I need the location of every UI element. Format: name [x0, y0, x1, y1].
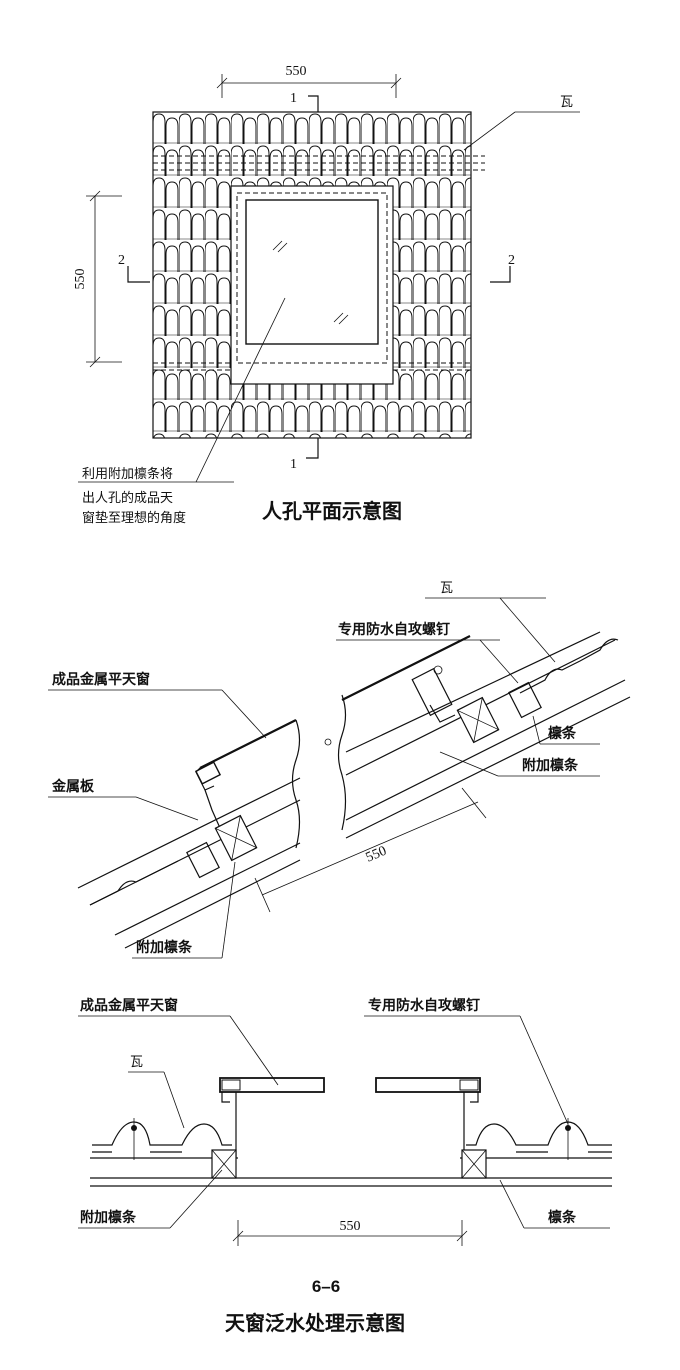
plan-dim-top: 550 — [216, 64, 402, 98]
cross-right-skylight — [375, 1077, 487, 1179]
plan-tile-label: 瓦 — [560, 95, 573, 110]
extra-purlin-lines — [153, 155, 485, 371]
slope-leaders — [48, 597, 600, 959]
cross-tile-label: 瓦 — [130, 1055, 143, 1070]
slope-screw-label: 专用防水自攻螺钉 — [338, 621, 450, 638]
cross-purlin-label: 檩条 — [548, 1209, 577, 1226]
slope-skylight-label: 成品金属平天窗 — [52, 671, 150, 688]
cross-left-tile — [92, 1121, 232, 1146]
section-mark-2-left: 2 — [118, 253, 150, 283]
slope-tile-label: 瓦 — [440, 581, 453, 596]
slope-metal-plate-label: 金属板 — [51, 778, 95, 795]
plan-note-leader — [78, 297, 286, 483]
sloped-skylight — [194, 635, 471, 829]
tile-profile — [89, 638, 619, 906]
break-marks — [291, 694, 347, 849]
plan-note-line1: 利用附加檩条将 — [82, 466, 173, 482]
slope-dim: 550 — [254, 787, 487, 913]
plan-dim-height: 550 — [73, 269, 88, 290]
slope-extra-purlin-right-label: 附加檩条 — [522, 757, 579, 774]
cross-screws — [131, 1118, 571, 1160]
purlins — [186, 681, 542, 879]
cross-skylight-label: 成品金属平天窗 — [80, 997, 178, 1014]
section-id: 6–6 — [312, 1277, 340, 1296]
cross-right-tile — [466, 1121, 612, 1146]
cross-section: 550 成品金属平天窗 专用防水自攻螺钉 瓦 附加檩条 檩条 6–6 天窗泛水处… — [78, 997, 612, 1335]
plan-note-line2: 出人孔的成品天 — [82, 490, 173, 506]
section-mark-1-top-label: 1 — [290, 91, 297, 106]
cross-left-skylight — [211, 1077, 325, 1179]
section-mark-1-bottom: 1 — [290, 438, 319, 472]
section-mark-2-right: 2 — [490, 253, 515, 283]
cross-title: 天窗泛水处理示意图 — [225, 1311, 405, 1335]
plan-tile-leader: 瓦 — [463, 95, 580, 151]
slope-dim-label: 550 — [364, 844, 389, 866]
cross-deck-lines — [90, 1157, 612, 1187]
roof-deck-lines — [77, 631, 631, 949]
slope-extra-purlin-left-label: 附加檩条 — [136, 939, 193, 956]
cross-dim-label: 550 — [340, 1219, 361, 1234]
cross-screw-label: 专用防水自攻螺钉 — [368, 997, 480, 1014]
section-mark-2-right-label: 2 — [508, 253, 515, 268]
plan-dim-left: 550 — [73, 190, 122, 368]
skylight-opening — [230, 185, 394, 385]
slope-section: 550 瓦 专用防水自攻螺钉 成品金属平天窗 檩条 金属板 附加檩条 附加檩条 — [48, 581, 631, 959]
plan-view: 550 1 1 — [73, 64, 580, 526]
cross-leaders — [78, 1015, 610, 1229]
section-mark-1-bottom-label: 1 — [290, 457, 297, 472]
plan-dim-width: 550 — [286, 64, 307, 79]
cross-extra-purlin-label: 附加檩条 — [80, 1209, 137, 1226]
section-mark-2-left-label: 2 — [118, 253, 125, 268]
plan-note-line3: 窗垫至理想的角度 — [82, 510, 186, 526]
cross-dim: 550 — [232, 1219, 468, 1246]
plan-title: 人孔平面示意图 — [262, 499, 402, 523]
slope-purlin-label: 檩条 — [548, 725, 577, 742]
section-mark-1-top: 1 — [290, 91, 319, 112]
